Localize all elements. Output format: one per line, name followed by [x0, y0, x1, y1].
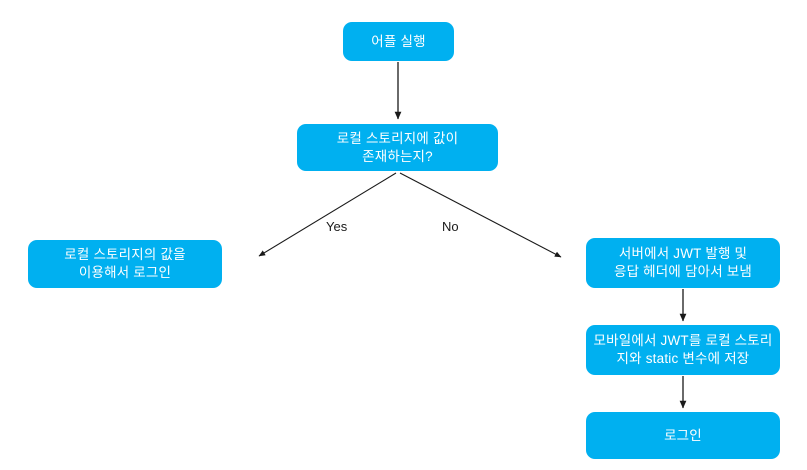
edge-decision-yes	[258, 172, 397, 257]
edge-label-yes: Yes	[326, 219, 348, 234]
edge-decision-no	[399, 172, 562, 258]
node-app-launch[interactable]: 어플 실행	[343, 22, 454, 61]
node-decision-local-storage[interactable]: 로컬 스토리지에 값이 존재하는지?	[297, 124, 498, 171]
edge-label-no: No	[442, 219, 459, 234]
node-mobile-jwt-store[interactable]: 모바일에서 JWT를 로컬 스토리 지와 static 변수에 저장	[586, 325, 780, 375]
node-server-jwt-issue[interactable]: 서버에서 JWT 발행 및 응답 헤더에 담아서 보냄	[586, 238, 780, 288]
node-login[interactable]: 로그인	[586, 412, 780, 459]
node-local-storage-login[interactable]: 로컬 스토리지의 값을 이용해서 로그인	[28, 240, 222, 288]
